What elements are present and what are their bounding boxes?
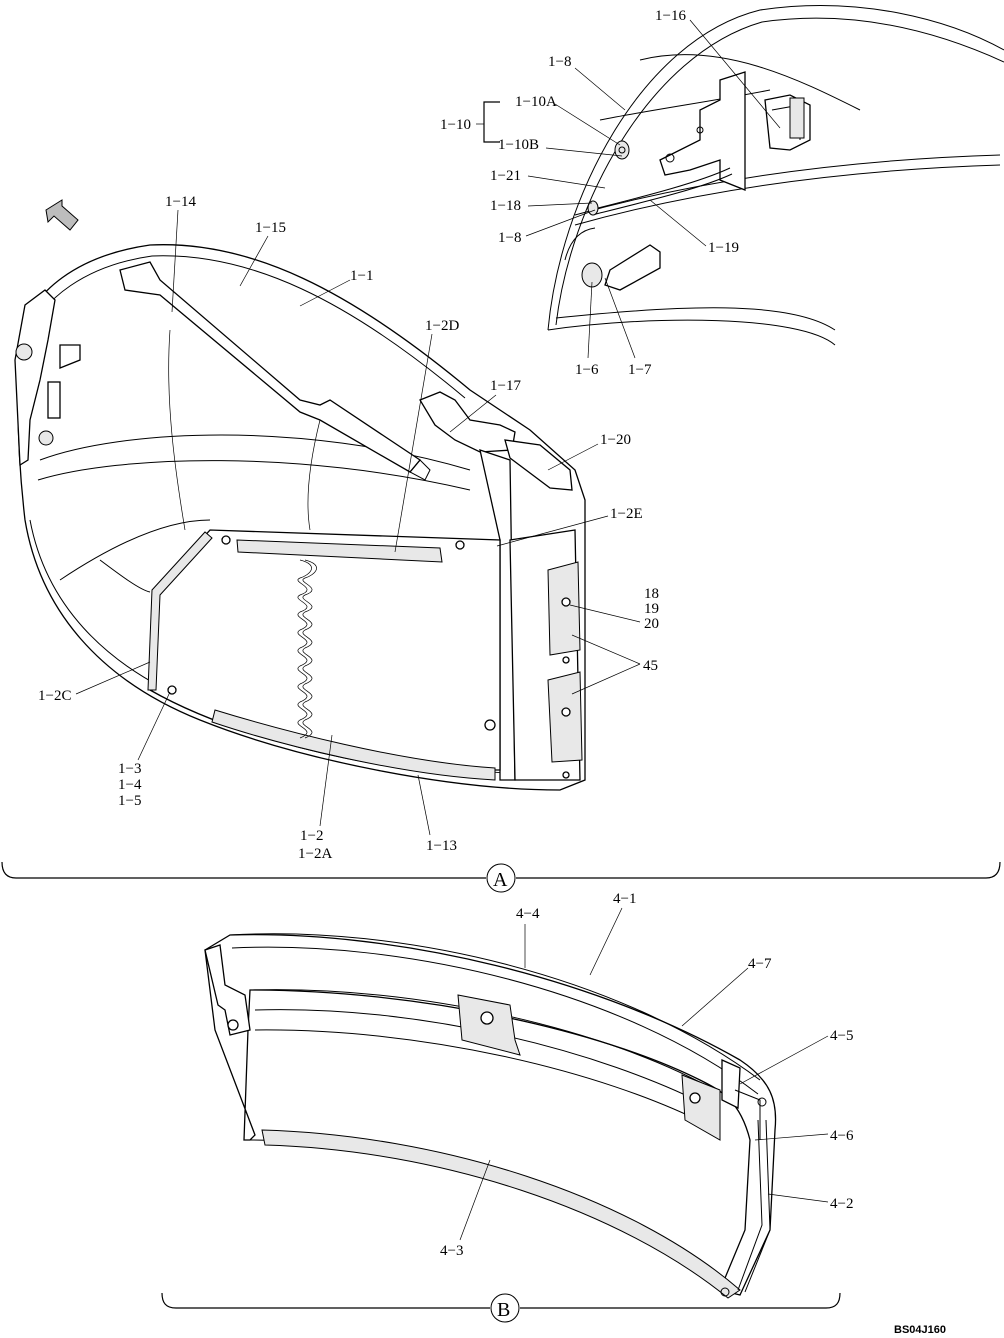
callout-1-17: 1−17	[490, 378, 521, 394]
callout-1-18: 1−18	[490, 198, 521, 214]
callout-1-10A: 1−10A	[515, 94, 557, 110]
callout-1-20: 1−20	[600, 432, 631, 448]
callout-1-10: 1−10	[440, 117, 471, 133]
hood-hinge-detail	[547, 5, 1004, 346]
callout-1-2C: 1−2C	[38, 688, 71, 704]
callout-1-2: 1−2	[300, 828, 323, 844]
side-hood-assembly	[14, 244, 586, 791]
drawing-reference: BS04J160	[894, 1324, 946, 1336]
callout-1-13: 1−13	[426, 838, 457, 854]
callout-1-19: 1−19	[708, 240, 739, 256]
callout-4-2: 4−2	[830, 1196, 853, 1212]
callout-1-6: 1−6	[575, 362, 599, 378]
callout-1-15: 1−15	[255, 220, 286, 236]
callout-4-6: 4−6	[830, 1128, 854, 1144]
callout-1-2D: 1−2D	[425, 318, 459, 334]
callout-20: 20	[644, 616, 659, 632]
view-b-brace: B	[161, 1292, 841, 1323]
callout-1-14: 1−14	[165, 194, 196, 210]
callout-1-2E: 1−2E	[610, 506, 643, 522]
front-direction-arrow-icon	[45, 199, 79, 231]
callout-1-8-bottom: 1−8	[498, 230, 521, 246]
callout-1-7: 1−7	[628, 362, 652, 378]
callout-45: 45	[643, 658, 658, 674]
callout-1-2A: 1−2A	[298, 846, 332, 862]
callout-19: 19	[644, 601, 659, 617]
view-a-callouts: 1−14 1−15 1−1 1−2D 1−17 1−20 1−2E 18 19 …	[38, 194, 659, 862]
callout-1-8-top: 1−8	[548, 54, 571, 70]
callout-1-10B: 1−10B	[498, 137, 539, 153]
callout-1-21: 1−21	[490, 168, 521, 184]
detail-callouts: 1−16 1−8 1−10 1−10A 1−10B 1−21 1−18 1−8 …	[440, 8, 781, 378]
callout-1-1: 1−1	[350, 268, 373, 284]
callout-4-5: 4−5	[830, 1028, 853, 1044]
callout-4-1: 4−1	[613, 891, 636, 907]
callout-1-4: 1−4	[118, 777, 142, 793]
view-b-label: B	[497, 1299, 510, 1321]
callout-1-16: 1−16	[655, 8, 686, 24]
callout-4-7: 4−7	[748, 956, 772, 972]
view-b-callouts: 4−1 4−4 4−7 4−5 4−6 4−2 4−3	[440, 891, 854, 1259]
callout-4-3: 4−3	[440, 1243, 463, 1259]
view-a-brace: A	[1, 861, 1001, 893]
view-a-label: A	[493, 869, 508, 891]
side-cover-assembly	[204, 933, 777, 1299]
callout-18: 18	[644, 586, 659, 602]
callout-4-4: 4−4	[516, 906, 540, 922]
callout-1-3: 1−3	[118, 761, 141, 777]
callout-1-5: 1−5	[118, 793, 141, 809]
